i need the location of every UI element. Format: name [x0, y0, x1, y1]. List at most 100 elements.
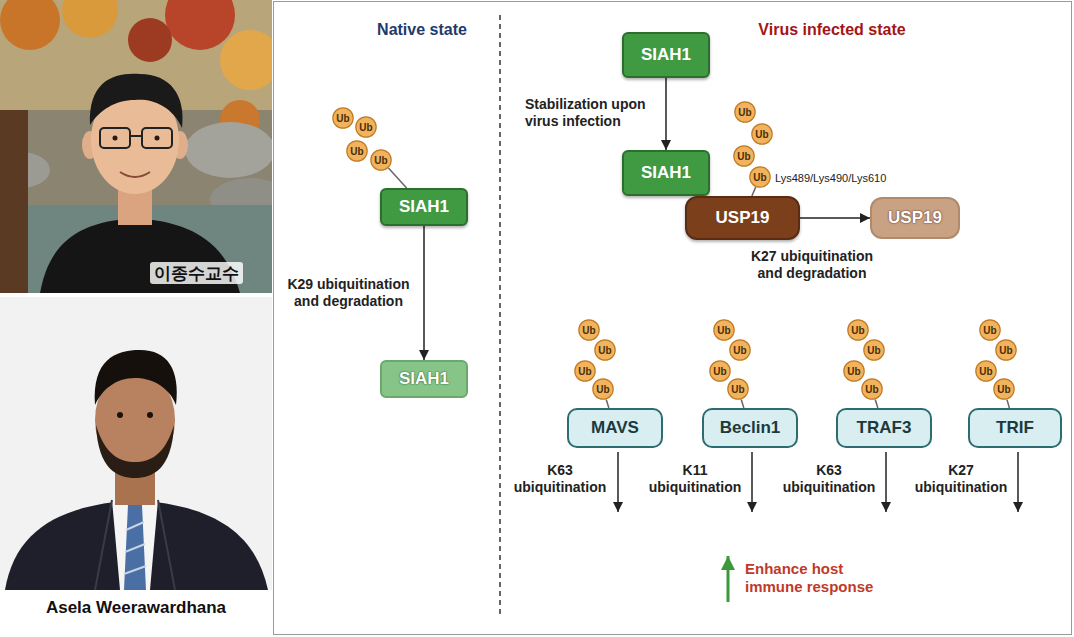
node-text: SIAH1: [641, 45, 691, 65]
node-text: Ub: [983, 325, 996, 336]
portrait-photo-part: [0, 297, 272, 590]
panel-frame: [274, 2, 1072, 635]
target-box: Beclin1: [702, 408, 798, 448]
ubiquitin-circle: Ub: [749, 166, 771, 188]
portrait-photo-part: [128, 18, 172, 62]
ubiquitin-shape: [734, 146, 754, 166]
portrait-photo-part: [130, 135, 142, 137]
ubiquitin-circle: Ub: [843, 360, 865, 382]
node-text: Ub: [359, 122, 372, 133]
ubiquitin-shape: [735, 102, 755, 122]
node-text: Ub: [979, 366, 992, 377]
outcome-arrows-part: [885, 452, 887, 512]
node-text: Ub: [865, 384, 878, 395]
chain-link: [388, 168, 406, 188]
node-text: MAVS: [591, 418, 639, 438]
portrait-photo-part: [124, 566, 146, 574]
process-arrow: [665, 78, 667, 150]
ubiquitin-circle: Ub: [574, 360, 596, 382]
ubiquitin-circle: Ub: [727, 378, 749, 400]
ubiquitin-circle: Ub: [370, 149, 392, 171]
ubiquitin-circle: Ub: [332, 107, 354, 129]
portrait-photo-part: [120, 172, 150, 177]
section-heading: Virus infected state: [732, 20, 932, 39]
ubiquitin-circle: Ub: [713, 319, 735, 341]
ubiquitin-shape: [848, 320, 868, 340]
node-text: Ub: [999, 345, 1012, 356]
ubiquitin-shape: [750, 167, 770, 187]
enhance-arrow: [727, 556, 730, 602]
portrait-photo-part: [147, 412, 153, 418]
ubiquitin-circle: Ub: [578, 319, 600, 341]
ubiquitin-circle: Ub: [594, 339, 616, 361]
portrait-photo-part: [124, 505, 146, 590]
portrait-photo-part: [0, 110, 28, 293]
ubiquitin-shape: [710, 361, 730, 381]
node-text: Ub: [582, 325, 595, 336]
node-text: Ub: [713, 366, 726, 377]
person-caption: Asela Weerawardhana: [0, 598, 272, 618]
chain-link: [752, 187, 756, 196]
node-text: Ub: [851, 325, 864, 336]
chain-link: [875, 400, 878, 408]
ubiquitin-shape: [844, 361, 864, 381]
portrait-photo-part: [96, 425, 174, 478]
portrait-photo-part: [5, 500, 268, 590]
outcome-arrows-part: [751, 452, 753, 512]
ubiquitin-circle: Ub: [346, 140, 368, 162]
portrait-photo-part: [95, 350, 177, 405]
ubiquitin-shape: [579, 320, 599, 340]
portrait-photo-part: [100, 128, 130, 148]
node-text: Ub: [753, 172, 766, 183]
node-text: Ub: [731, 384, 744, 395]
ubiquitin-shape: [714, 320, 734, 340]
node-text: Beclin1: [720, 418, 780, 438]
chain-link: [606, 400, 609, 408]
outcome-note: Enhance host immune response: [745, 560, 885, 596]
ubiquitin-shape: [356, 117, 376, 137]
ubiquitin-shape: [595, 340, 615, 360]
chain-link: [1007, 400, 1009, 408]
ubiquitin-shape: [862, 379, 882, 399]
protein-box: SIAH1: [380, 188, 468, 226]
portrait-photo-part: [165, 0, 235, 50]
ubiquitination-label: K63 ubiquitination: [510, 462, 610, 496]
portrait-photo-part: [113, 136, 118, 141]
portrait-photo-part: [185, 122, 272, 178]
portrait-photo-part: [142, 128, 172, 148]
node-text: Ub: [867, 345, 880, 356]
ubiquitin-circle: Ub: [709, 360, 731, 382]
ubiquitin-circle: Ub: [729, 339, 751, 361]
outcome-arrows: [618, 452, 1018, 512]
ubiquitin-shape: [371, 150, 391, 170]
ubiquitin-shape: [575, 361, 595, 381]
ubiquitin-circle: Ub: [592, 378, 614, 400]
edge-label: K27 ubiquitination and degradation: [742, 248, 882, 282]
ubiquitin-circle: Ub: [995, 339, 1017, 361]
portrait-photo-part: [155, 136, 160, 141]
ubiquitin-circle: Ub: [733, 145, 755, 167]
node-text: Ub: [578, 366, 591, 377]
edge-label: K29 ubiquitination and degradation: [281, 276, 416, 310]
chain-link: [741, 400, 744, 408]
portrait-photo-part: [0, 0, 60, 50]
ubiquitin-shape: [976, 361, 996, 381]
process-arrow: [423, 226, 425, 360]
section-heading: Native state: [352, 20, 492, 39]
ubiquitin-circle: Ub: [863, 339, 885, 361]
ubiquitin-shape: [728, 379, 748, 399]
portrait-photo: [0, 297, 272, 590]
node-text: USP19: [888, 208, 942, 228]
ubiquitin-circle: Ub: [734, 101, 756, 123]
protein-box: SIAH1: [622, 32, 710, 78]
node-text: Ub: [737, 151, 750, 162]
node-text: Ub: [738, 107, 751, 118]
degraded-box: USP19: [870, 197, 960, 239]
portrait-photo-part: [126, 522, 144, 530]
node-text: Ub: [374, 155, 387, 166]
node-text: TRIF: [996, 418, 1034, 438]
node-text: Ub: [733, 345, 746, 356]
portrait-photo-part: [125, 544, 145, 552]
